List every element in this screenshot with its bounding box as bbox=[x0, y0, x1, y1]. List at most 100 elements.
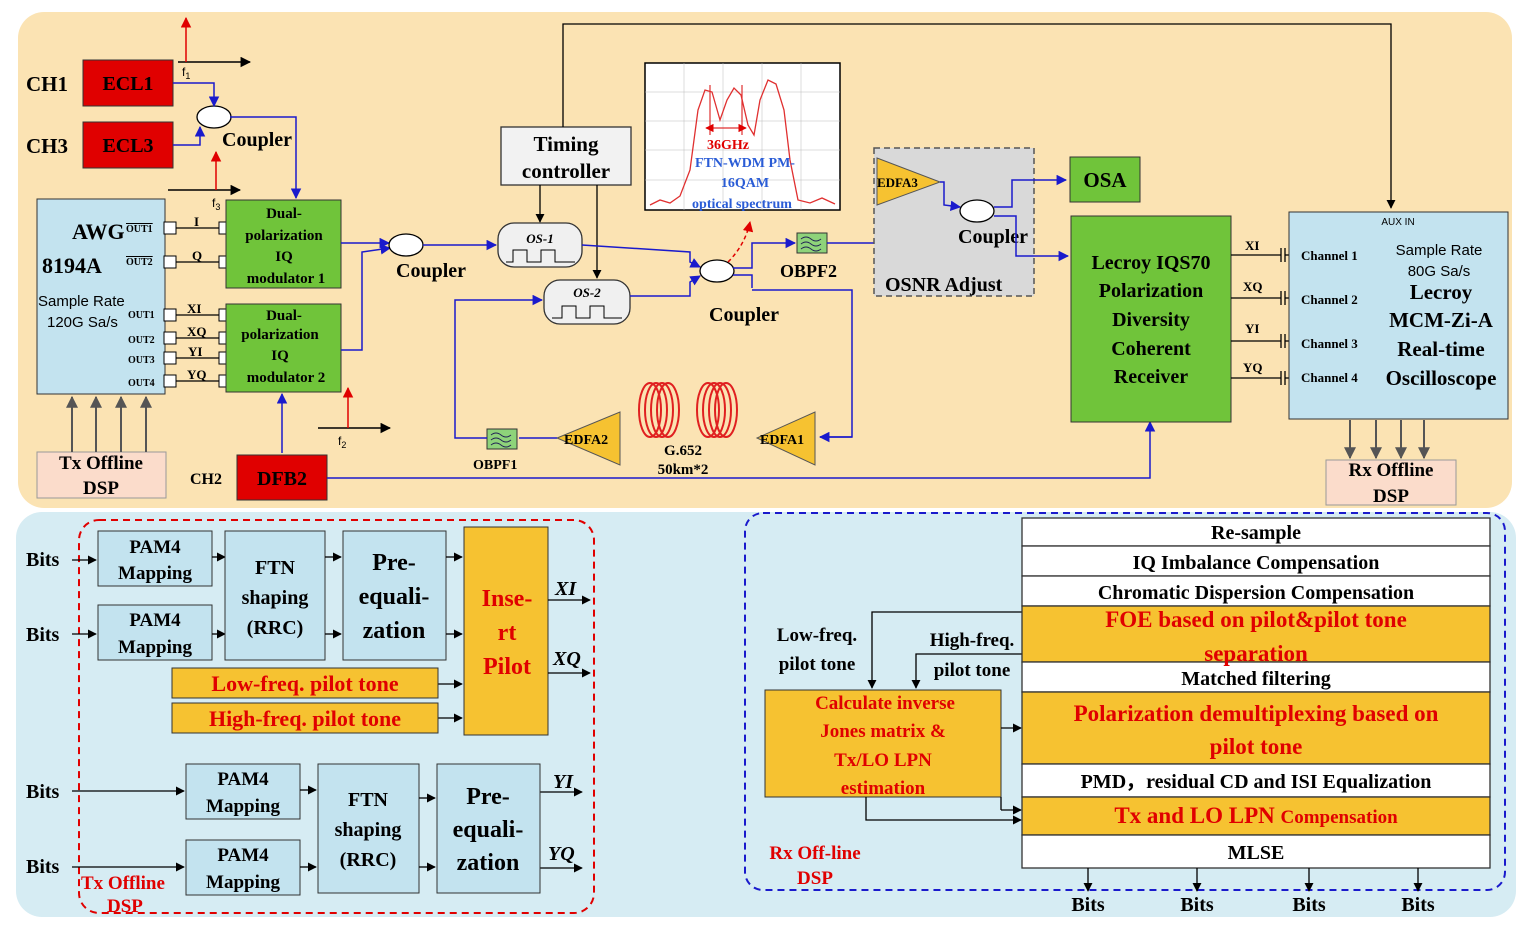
scope-name-3: Real-time bbox=[1397, 337, 1484, 361]
rx-high-tone-line2: pilot tone bbox=[934, 660, 1011, 681]
port-xq-label: XQ bbox=[187, 324, 207, 339]
spectrum-caption: optical spectrum bbox=[692, 197, 792, 212]
stage-pmd-equalization: PMD，residual CD and ISI Equalization bbox=[1081, 771, 1432, 793]
pam4-mapping-4-line2: Mapping bbox=[206, 872, 280, 893]
awg-rate: Sample Rate bbox=[38, 293, 125, 310]
low-freq-pilot-tone-label: Low-freq. pilot tone bbox=[211, 671, 398, 696]
receiver-line3: Diversity bbox=[1112, 309, 1190, 331]
awg-out2-label: OUT2 bbox=[126, 257, 153, 268]
edfa2-label: EDFA2 bbox=[564, 433, 608, 448]
pam4-mapping-1-line1: PAM4 bbox=[129, 537, 181, 558]
receiver-line1: Lecroy IQS70 bbox=[1091, 252, 1210, 274]
rx-dsp-stack bbox=[1021, 517, 1491, 869]
port-yq-label: YQ bbox=[187, 367, 207, 382]
rx-dsp-region-label-2: DSP bbox=[797, 868, 833, 889]
rx-bits-4: Bits bbox=[1401, 894, 1435, 916]
ecl3-label: ECL3 bbox=[102, 135, 153, 157]
insert-pilot-line2: rt bbox=[498, 620, 517, 646]
high-freq-pilot-tone-box bbox=[171, 702, 439, 734]
rx-offline-dsp-line2: DSP bbox=[1373, 486, 1409, 507]
scope-channel-3: Channel 3 bbox=[1301, 336, 1358, 351]
awg-model: 8194A bbox=[42, 253, 102, 278]
pam4-mapping-4-line1: PAM4 bbox=[217, 845, 269, 866]
ecl1-laser bbox=[82, 59, 174, 107]
ftn-shaping-1-line3: (RRC) bbox=[247, 617, 304, 639]
calc-jones-line4: estimation bbox=[841, 778, 926, 799]
coupler-4-label: Coupler bbox=[958, 226, 1028, 248]
osa-label: OSA bbox=[1083, 168, 1127, 192]
pre-equalization-2-line1: Pre- bbox=[466, 784, 510, 810]
high-freq-pilot-tone-label: High-freq. pilot tone bbox=[209, 706, 401, 731]
stage-pol-demux-line2: pilot tone bbox=[1210, 734, 1303, 759]
obpf2-label: OBPF2 bbox=[780, 261, 837, 281]
rx-xi-label: XI bbox=[1245, 238, 1259, 253]
timing-controller-line2: controller bbox=[522, 159, 610, 183]
rx-offline-dsp-box bbox=[1325, 459, 1457, 506]
pam4-mapping-1-line2: Mapping bbox=[118, 563, 192, 584]
coupler-label: Coupler bbox=[222, 129, 292, 151]
tx-offline-dsp-line2: DSP bbox=[83, 478, 119, 499]
coupler-3-label: Coupler bbox=[709, 304, 779, 326]
spectrum-title-1: FTN-WDM PM- bbox=[695, 156, 795, 171]
timing-controller-line1: Timing bbox=[534, 132, 599, 156]
spectrum-trace bbox=[649, 79, 836, 206]
tx-out-yi: YI bbox=[553, 771, 574, 793]
modulator-1-line4: modulator 1 bbox=[247, 271, 325, 287]
rx-dsp-region bbox=[744, 512, 1506, 891]
modulator-1 bbox=[225, 199, 342, 289]
calc-jones-line3: Tx/LO LPN bbox=[834, 750, 932, 771]
edfa1-label: EDFA1 bbox=[760, 433, 804, 448]
pre-equalization-2-line2: equali- bbox=[453, 817, 524, 843]
ftn-shaping-2 bbox=[317, 763, 420, 894]
filter-icon bbox=[486, 428, 518, 450]
scope-name-4: Oscilloscope bbox=[1386, 366, 1497, 390]
filter-icon bbox=[796, 232, 828, 254]
calc-jones-line2: Jones matrix & bbox=[820, 721, 946, 742]
fiber-type: G.652 bbox=[664, 443, 702, 459]
tx-offline-dsp-box bbox=[36, 451, 167, 499]
pam4-mapping-2 bbox=[97, 604, 213, 661]
modulator-2-line4: modulator 2 bbox=[247, 370, 325, 386]
coupler-icon bbox=[196, 105, 232, 129]
receiver-line2: Polarization bbox=[1099, 280, 1203, 302]
tx-bits-3: Bits bbox=[26, 781, 60, 803]
pam4-mapping-2-line1: PAM4 bbox=[129, 610, 181, 631]
timing-controller-box bbox=[500, 126, 632, 186]
pam4-mapping-3-line1: PAM4 bbox=[217, 769, 269, 790]
stage-matched-filtering: Matched filtering bbox=[1181, 668, 1330, 690]
stage-lpn-compensation: Tx and LO LPN Compensation bbox=[1114, 803, 1398, 828]
rx-high-tone-line1: High-freq. bbox=[930, 630, 1015, 651]
tx-offline-dsp-line1: Tx Offline bbox=[59, 453, 143, 474]
rx-low-tone-line1: Low-freq. bbox=[777, 625, 857, 646]
f3-spectrum-icon bbox=[168, 150, 242, 196]
scope-channel-1: Channel 1 bbox=[1301, 248, 1358, 263]
stage-chromatic-dispersion: Chromatic Dispersion Compensation bbox=[1098, 582, 1414, 604]
rx-low-tone-line2: pilot tone bbox=[779, 654, 856, 675]
tx-out-xq: XQ bbox=[552, 648, 581, 670]
calc-jones-matrix-box bbox=[764, 689, 1002, 798]
ftn-shaping-2-line1: FTN bbox=[348, 789, 389, 811]
osa-box bbox=[1069, 156, 1141, 203]
edfa2-amplifier bbox=[555, 411, 621, 466]
awg-out1b-label: OUT1 bbox=[128, 310, 155, 321]
spectrum-spacing: 36GHz bbox=[707, 138, 749, 153]
fiber-length: 50km*2 bbox=[658, 462, 709, 478]
pam4-mapping-2-line2: Mapping bbox=[118, 637, 192, 658]
port-q-label: Q bbox=[192, 248, 202, 263]
awg-box bbox=[36, 198, 166, 395]
pam4-mapping-4 bbox=[185, 839, 301, 896]
pre-equalization-1-line2: equali- bbox=[359, 584, 430, 610]
pre-equalization-1-line1: Pre- bbox=[372, 550, 416, 576]
ch2-label: CH2 bbox=[190, 471, 222, 488]
scope-rate: Sample Rate bbox=[1396, 242, 1483, 259]
stage-mlse: MLSE bbox=[1228, 842, 1285, 864]
scope-channel-2: Channel 2 bbox=[1301, 292, 1358, 307]
calc-jones-line1: Calculate inverse bbox=[815, 693, 955, 714]
port-yi-label: YI bbox=[188, 344, 202, 359]
ftn-shaping-1-line1: FTN bbox=[255, 557, 296, 579]
modulator-1-line2: polarization bbox=[245, 228, 323, 244]
tx-out-yq: YQ bbox=[548, 843, 575, 865]
rx-bits-2: Bits bbox=[1180, 894, 1214, 916]
pre-equalization-2-line3: zation bbox=[457, 850, 520, 876]
tx-bits-1: Bits bbox=[26, 549, 60, 571]
